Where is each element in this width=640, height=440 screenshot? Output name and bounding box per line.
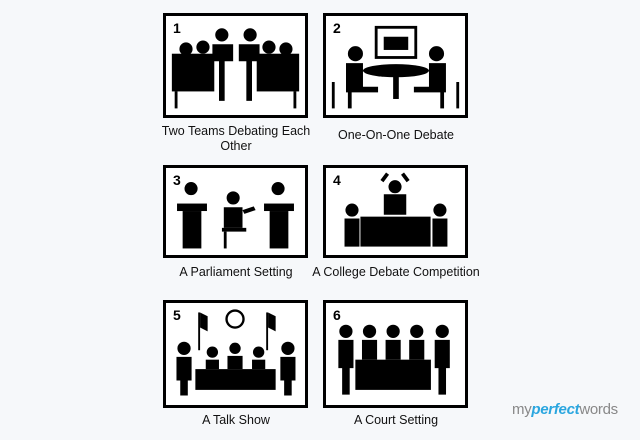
panel-number: 6 [333, 307, 341, 323]
panel-number: 5 [173, 307, 181, 323]
court-illustration [338, 324, 450, 395]
caption-one-on-one: One-On-One Debate [337, 128, 455, 142]
one-on-one-illustration [331, 25, 460, 109]
logo-highlight: perfect [531, 401, 580, 418]
panel-court: 6 [323, 300, 468, 408]
caption-parliament: A Parliament Setting [179, 265, 293, 279]
caption-court: A Court Setting [353, 413, 439, 427]
parliament-illustration [177, 182, 294, 249]
logo-suffix: words [579, 401, 618, 418]
panel-two-teams: 1 [163, 13, 308, 118]
caption-talk-show: A Talk Show [202, 413, 270, 427]
panel-number: 2 [333, 20, 341, 36]
logo-prefix: my [512, 401, 532, 418]
panel-college: 4 [323, 165, 468, 258]
talk-show-illustration [176, 309, 296, 396]
college-debate-illustration [344, 172, 448, 247]
panel-number: 3 [173, 172, 181, 188]
panel-number: 4 [333, 172, 341, 188]
panel-number: 1 [173, 20, 181, 36]
two-teams-illustration [171, 28, 300, 109]
caption-college: A College Debate Competition [312, 265, 480, 279]
panel-parliament: 3 [163, 165, 308, 258]
panel-one-on-one: 2 [323, 13, 468, 118]
caption-two-teams: Two Teams Debating Each Other [161, 124, 311, 153]
panel-talk-show: 5 [163, 300, 308, 408]
brand-logo: myperfectwords [512, 401, 618, 418]
